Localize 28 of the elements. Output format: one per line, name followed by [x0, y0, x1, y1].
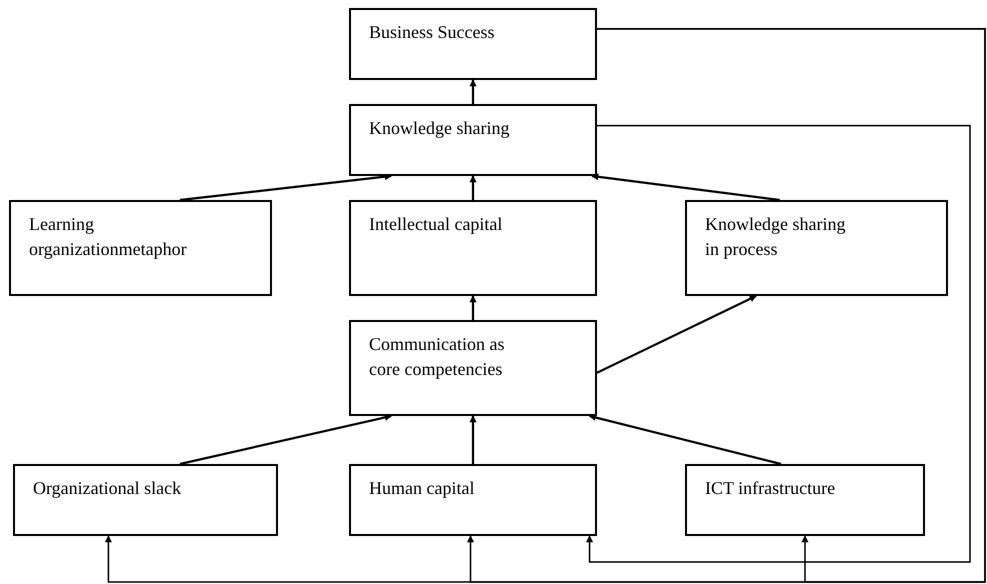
box-label: Learning organizationmetaphor [29, 213, 188, 261]
concept-box [349, 200, 597, 296]
concept-box [349, 8, 597, 80]
arrow [586, 124, 971, 563]
box-label: Intellectual capital [369, 213, 504, 236]
concept-box [349, 320, 597, 416]
arrow [470, 79, 476, 104]
concept-box [349, 464, 597, 536]
arrow [596, 295, 757, 374]
concept-box [9, 200, 272, 296]
box-label: Business Success [369, 21, 496, 44]
concept-box [349, 104, 597, 176]
concept-box [13, 464, 278, 536]
arrow [470, 415, 476, 464]
box-label: ICT infrastructure [705, 477, 836, 500]
arrow [588, 414, 782, 466]
arrow [180, 414, 392, 466]
concept-box [685, 464, 925, 536]
arrow [470, 175, 476, 200]
arrow [470, 295, 476, 320]
box-label: Knowledge sharing in process [705, 213, 846, 261]
box-label: Human capital [369, 477, 476, 500]
box-label: Communication as core competencies [369, 333, 506, 381]
box-label: Organizational slack [33, 477, 182, 500]
box-label: Knowledge sharing [369, 117, 510, 140]
arrow [591, 173, 780, 202]
arrow [597, 28, 986, 583]
concept-box [685, 200, 948, 296]
